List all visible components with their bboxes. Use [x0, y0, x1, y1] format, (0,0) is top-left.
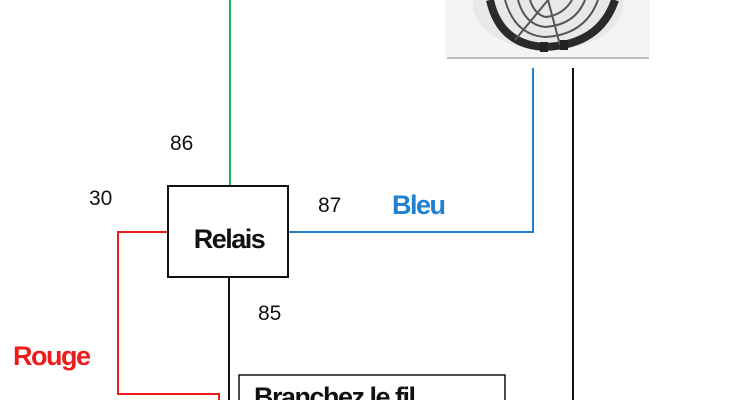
note-box — [238, 374, 506, 400]
relay-box — [167, 185, 289, 278]
blue-wire — [288, 68, 534, 233]
fan-image — [445, 0, 650, 59]
pin-86-label: 86 — [170, 132, 193, 155]
pin-85-label: 85 — [258, 302, 281, 325]
relay-label: Relais — [194, 224, 265, 254]
blue-wire-label: Bleu — [392, 190, 445, 220]
pin-30-label: 30 — [89, 187, 112, 210]
red-wire — [117, 231, 220, 400]
note-text: Branchez le fil — [254, 382, 415, 400]
red-wire-label: Rouge — [13, 341, 91, 371]
pin-87-label: 87 — [318, 194, 341, 217]
